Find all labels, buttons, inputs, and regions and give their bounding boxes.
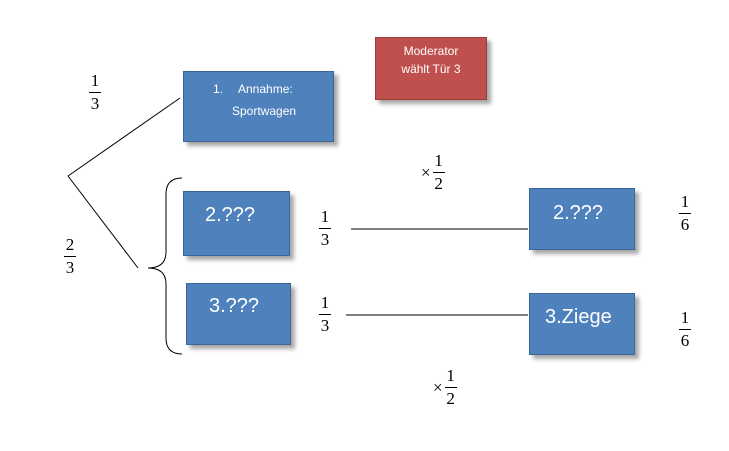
factor-bottom: × 1 2 <box>433 367 457 408</box>
prob-door3-result-den: 6 <box>680 331 690 350</box>
factor-top-op: × <box>421 162 431 182</box>
branch-line-top <box>67 97 181 177</box>
factor-top-den: 2 <box>434 174 443 193</box>
prob-door2-left-den: 3 <box>320 230 330 249</box>
factor-top: × 1 2 <box>421 152 445 193</box>
prob-door3-result-num: 1 <box>680 308 690 327</box>
prob-door2-left-num: 1 <box>320 207 330 226</box>
assumption-number: 1. <box>213 82 224 96</box>
assumption-box: 1. Annahme: Sportwagen <box>183 71 334 142</box>
prob-branch-top-num: 1 <box>90 71 100 90</box>
moderator-line1: Moderator <box>403 44 459 58</box>
prob-door3-left-num: 1 <box>320 293 330 312</box>
door2-right-box: 2.??? <box>529 188 635 250</box>
door2-left-box: 2.??? <box>183 191 290 256</box>
door2-left-label: 2.??? <box>205 204 256 226</box>
prob-door2-left: 1 3 <box>319 208 331 249</box>
prob-door3-left: 1 3 <box>319 294 331 335</box>
factor-bottom-den: 2 <box>446 389 455 408</box>
door3-right-box: 3.Ziege <box>529 293 635 355</box>
branch-line-bottom <box>67 175 139 269</box>
assumption-value: Sportwagen <box>232 104 297 118</box>
prob-branch-bottom: 2 3 <box>64 236 76 277</box>
door3-left-label: 3.??? <box>209 295 260 317</box>
prob-branch-bottom-num: 2 <box>65 235 75 254</box>
factor-top-num: 1 <box>434 151 443 170</box>
prob-door2-result: 1 6 <box>679 193 691 234</box>
prob-branch-bottom-den: 3 <box>65 258 75 277</box>
door3-left-box: 3.??? <box>186 283 291 345</box>
door2-right-label: 2.??? <box>553 202 604 224</box>
prob-door3-result: 1 6 <box>679 309 691 350</box>
assumption-label: Annahme: <box>238 82 293 96</box>
prob-branch-top: 1 3 <box>89 72 101 113</box>
factor-bottom-op: × <box>433 377 443 397</box>
curly-brace <box>147 177 183 355</box>
factor-bottom-num: 1 <box>446 366 455 385</box>
moderator-box: Moderator wählt Tür 3 <box>375 37 487 100</box>
prob-door3-left-den: 3 <box>320 316 330 335</box>
prob-branch-top-den: 3 <box>90 94 100 113</box>
prob-door2-result-den: 6 <box>680 215 690 234</box>
door3-right-label: 3.Ziege <box>545 306 612 328</box>
moderator-line2: wählt Tür 3 <box>401 62 461 76</box>
prob-door2-result-num: 1 <box>680 192 690 211</box>
